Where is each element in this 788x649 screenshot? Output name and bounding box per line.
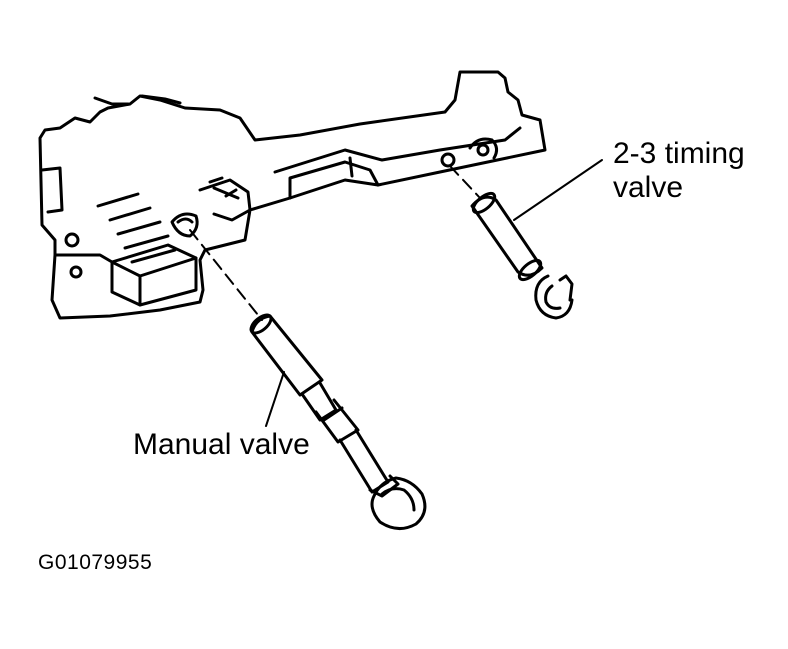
manual-valve-stem-1 xyxy=(300,381,338,422)
leader-timing-valve xyxy=(513,159,603,221)
bolt-hole-left-1 xyxy=(64,232,80,248)
clip-outer xyxy=(534,274,574,320)
timing-valve-part xyxy=(470,191,544,282)
channel-1 xyxy=(96,192,140,208)
manual-valve-knob xyxy=(370,476,427,530)
rail-flange xyxy=(273,126,522,174)
manual-valve-bore xyxy=(170,212,199,238)
casting-edge-upper xyxy=(93,96,130,106)
manual-valve-stem-2 xyxy=(338,428,390,494)
manual-valve-land-2 xyxy=(314,398,360,444)
valve-body-outline xyxy=(38,70,547,320)
manual-valve-part xyxy=(249,313,427,530)
pad-plate xyxy=(110,243,198,307)
leader-manual-valve xyxy=(265,371,285,427)
clip-tab xyxy=(558,274,574,302)
boss-left-rim xyxy=(198,178,252,222)
manual-valve-land-2-ring xyxy=(322,406,344,422)
channel-3 xyxy=(116,220,162,236)
rail-boss xyxy=(348,156,354,178)
manual-valve-knob-rim xyxy=(380,487,416,512)
rail-lower-edge xyxy=(288,160,380,200)
clip-inner xyxy=(544,284,562,310)
casting-step-left xyxy=(40,166,64,214)
casting-notch xyxy=(208,176,238,198)
channel-4 xyxy=(123,234,170,250)
manual-valve-label: Manual valve xyxy=(133,428,310,461)
bolt-hole-right xyxy=(476,143,490,157)
timing-valve-axis xyxy=(449,165,481,199)
retaining-clip xyxy=(534,274,574,320)
pad-plate-edge xyxy=(110,256,198,307)
timing-valve-label-line2: valve xyxy=(613,171,684,204)
timing-valve-label: 2-3 timing valve xyxy=(613,137,745,205)
end-boss xyxy=(468,137,499,160)
timing-valve-end-top xyxy=(471,191,497,215)
manual-valve-axis xyxy=(189,229,263,321)
alignment-lines xyxy=(189,165,481,321)
casting-edge-top xyxy=(140,94,182,105)
bore-2-3-valve xyxy=(440,152,456,168)
manual-valve-land-1-end xyxy=(249,313,273,335)
bolt-hole-left-2 xyxy=(69,265,83,279)
manual-valve-land-1 xyxy=(250,314,324,397)
valve-body xyxy=(38,70,547,320)
leader-lines xyxy=(265,159,603,427)
timing-valve-end-bottom xyxy=(517,258,543,282)
lower-flange xyxy=(53,253,114,264)
channel-2 xyxy=(108,206,152,222)
figure-id: G01079955 xyxy=(38,551,153,574)
manual-valve-bore-inner xyxy=(176,217,194,224)
timing-valve-label-line1: 2-3 timing xyxy=(613,137,745,170)
channel-5 xyxy=(130,248,177,264)
boss-left-inner xyxy=(212,186,240,200)
